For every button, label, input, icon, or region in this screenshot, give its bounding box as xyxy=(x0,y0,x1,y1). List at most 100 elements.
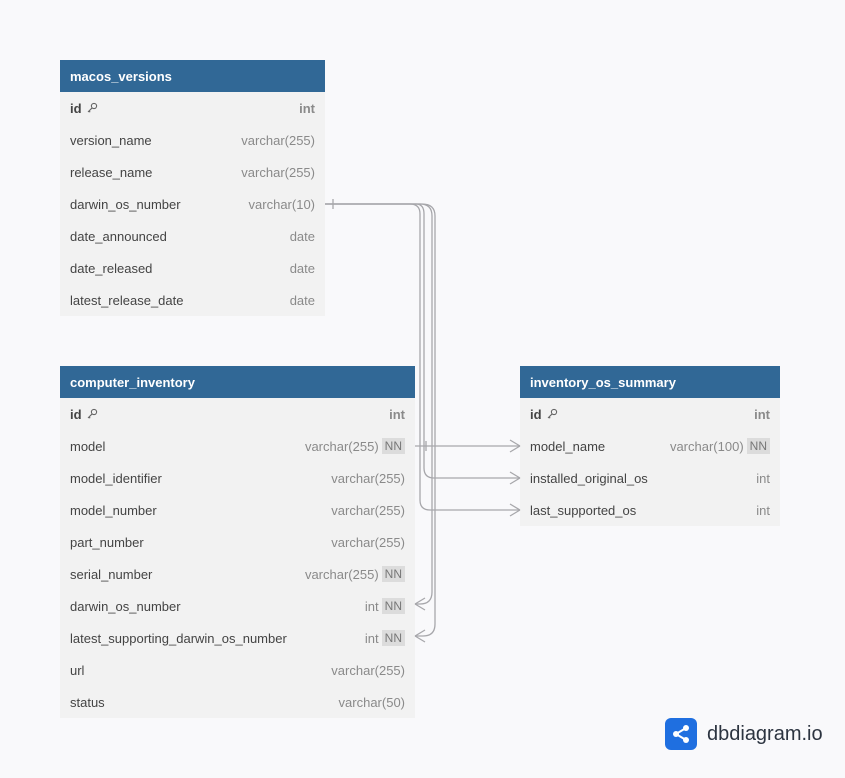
column-name-text: release_name xyxy=(70,164,153,180)
column-type-text: int xyxy=(754,406,770,422)
column-type-text: int xyxy=(756,470,770,486)
column-type: int xyxy=(754,407,770,422)
column-type: varchar(100)NN xyxy=(670,438,770,454)
column-type: date xyxy=(290,261,315,276)
not-null-badge: NN xyxy=(381,566,405,582)
column-name-text: darwin_os_number xyxy=(70,196,181,212)
column-type: varchar(50) xyxy=(339,695,405,710)
table-row[interactable]: last_supported_os int xyxy=(520,494,780,526)
column-name: serial_number xyxy=(70,567,152,582)
key-icon xyxy=(547,408,557,419)
column-name: installed_original_os xyxy=(530,471,648,486)
table-row[interactable]: installed_original_os int xyxy=(520,462,780,494)
column-name-text: status xyxy=(70,694,105,710)
table-row[interactable]: version_name varchar(255) xyxy=(60,124,325,156)
column-name: date_released xyxy=(70,261,152,276)
column-type: int xyxy=(299,101,315,116)
table-inventory-os-summary[interactable]: inventory_os_summary id int model_name varc… xyxy=(520,366,780,526)
crow-foot-model-name xyxy=(509,439,521,453)
column-name: id xyxy=(70,101,98,116)
table-row[interactable]: model_number varchar(255) xyxy=(60,494,415,526)
table-row[interactable]: darwin_os_number varchar(10) xyxy=(60,188,325,220)
column-name: version_name xyxy=(70,133,152,148)
table-header[interactable]: computer_inventory xyxy=(60,366,415,398)
column-type: int xyxy=(756,503,770,518)
column-name-text: version_name xyxy=(70,132,152,148)
column-name-text: model_number xyxy=(70,502,157,518)
share-nodes-icon xyxy=(665,718,697,750)
table-row[interactable]: url varchar(255) xyxy=(60,654,415,686)
column-name-text: date_released xyxy=(70,260,153,276)
table-row[interactable]: model_name varchar(100)NN xyxy=(520,430,780,462)
column-type: varchar(255) xyxy=(331,663,405,678)
logo-text: dbdiagram.io xyxy=(707,722,823,745)
column-name-text: part_number xyxy=(70,534,144,550)
column-name-text: latest_supporting_darwin_os_number xyxy=(70,630,287,646)
column-name: model_number xyxy=(70,503,157,518)
column-name: latest_supporting_darwin_os_number xyxy=(70,631,287,646)
table-macos-versions[interactable]: macos_versions id int version_name varchar(… xyxy=(60,60,325,316)
column-name: model_name xyxy=(530,439,605,454)
table-row[interactable]: part_number varchar(255) xyxy=(60,526,415,558)
column-type: date xyxy=(290,293,315,308)
crow-foot-last-supported-os xyxy=(509,503,521,517)
column-name-text: id xyxy=(70,100,82,116)
table-row[interactable]: id int xyxy=(520,398,780,430)
not-null-badge: NN xyxy=(381,438,405,454)
table-row[interactable]: date_released date xyxy=(60,252,325,284)
table-row[interactable]: status varchar(50) xyxy=(60,686,415,718)
column-name: model_identifier xyxy=(70,471,162,486)
column-type: date xyxy=(290,229,315,244)
table-row[interactable]: date_announced date xyxy=(60,220,325,252)
table-header[interactable]: inventory_os_summary xyxy=(520,366,780,398)
column-type-text: varchar(255) xyxy=(331,534,405,550)
column-name-text: date_announced xyxy=(70,228,167,244)
not-null-badge: NN xyxy=(381,598,405,614)
column-name-text: last_supported_os xyxy=(530,502,637,518)
column-type-text: int xyxy=(756,502,770,518)
table-row[interactable]: model_identifier varchar(255) xyxy=(60,462,415,494)
column-name-text: id xyxy=(70,406,82,422)
not-null-badge: NN xyxy=(381,630,405,646)
column-name-text: serial_number xyxy=(70,566,153,582)
column-name-text: id xyxy=(530,406,542,422)
column-type: varchar(255)NN xyxy=(305,438,405,454)
column-type-text: varchar(255) xyxy=(241,132,315,148)
column-name-text: model_identifier xyxy=(70,470,162,486)
column-type-text: int xyxy=(364,598,379,614)
column-name-text: installed_original_os xyxy=(530,470,648,486)
column-type-text: int xyxy=(364,630,379,646)
table-row[interactable]: id int xyxy=(60,92,325,124)
column-type-text: varchar(255) xyxy=(331,502,405,518)
column-name-text: url xyxy=(70,662,85,678)
table-row[interactable]: release_name varchar(255) xyxy=(60,156,325,188)
column-name-text: model_name xyxy=(530,438,606,454)
column-name: darwin_os_number xyxy=(70,197,181,212)
column-name-text: darwin_os_number xyxy=(70,598,181,614)
column-type-text: varchar(255) xyxy=(241,164,315,180)
crow-foot-darwin-os-number xyxy=(414,597,426,611)
column-type: varchar(255) xyxy=(241,165,315,180)
column-type: varchar(10) xyxy=(249,197,315,212)
dbdiagram-logo[interactable]: dbdiagram.io xyxy=(665,718,823,750)
column-name: release_name xyxy=(70,165,152,180)
column-type-text: varchar(255) xyxy=(331,662,405,678)
key-icon xyxy=(87,102,97,113)
column-name: url xyxy=(70,663,84,678)
column-name: date_announced xyxy=(70,229,167,244)
column-type: varchar(255) xyxy=(331,471,405,486)
column-type-text: date xyxy=(289,260,315,276)
column-name: id xyxy=(530,407,558,422)
column-name: darwin_os_number xyxy=(70,599,181,614)
table-header[interactable]: macos_versions xyxy=(60,60,325,92)
column-name: status xyxy=(70,695,105,710)
column-type: int xyxy=(756,471,770,486)
